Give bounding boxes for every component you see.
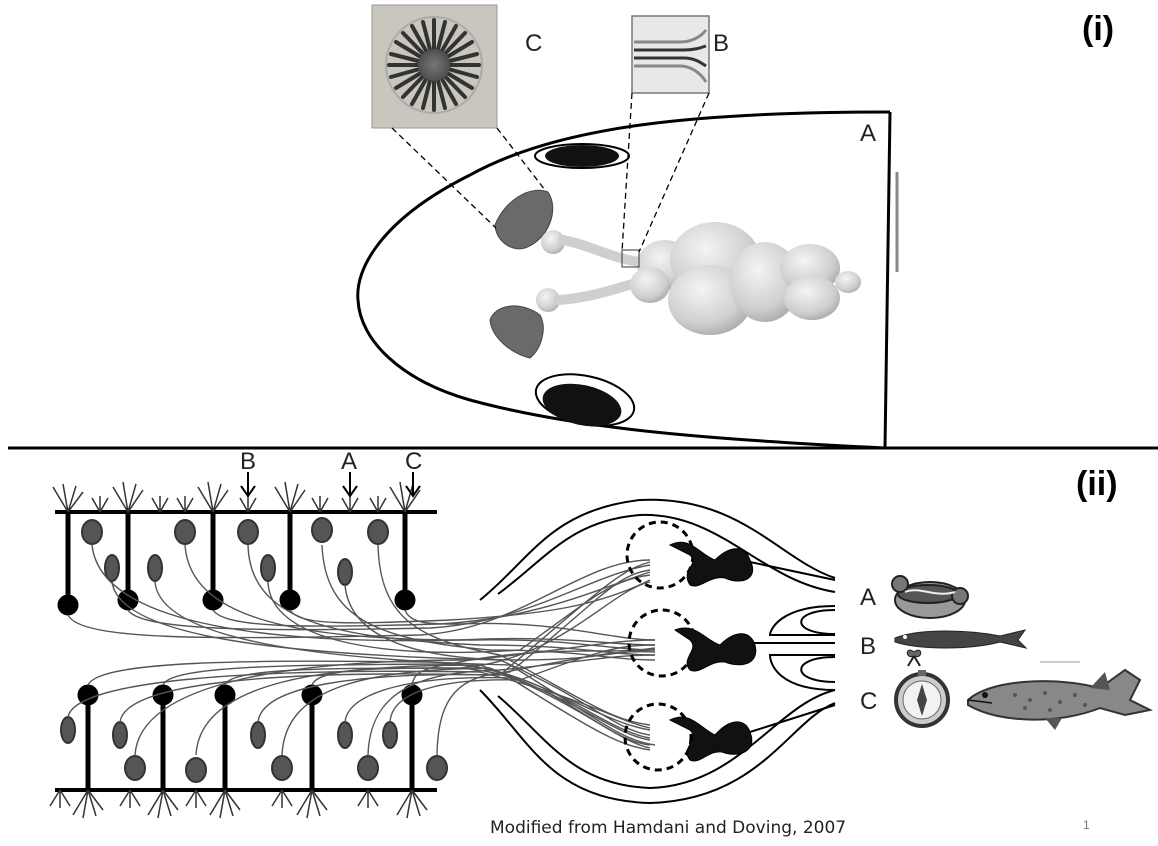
glomerulus-b [629,610,695,676]
glomerulus-a [627,522,693,588]
glomerulus-label-a: A [860,584,876,612]
arrow-label-a: A [341,448,357,476]
arrow-label-c: C [405,448,422,476]
mitral-cell-a [670,542,835,586]
glomerulus-label-c: C [860,688,877,716]
inset-b-tract-detail [632,16,709,93]
compass-icon [896,670,948,726]
head-cut-edge [885,112,890,448]
ribbon-icon [907,650,921,666]
fish-icon [895,630,1026,648]
lower-eye [531,366,639,434]
lower-olfactory-rosette [490,306,543,358]
upper-olfactory-tract [563,240,640,262]
glomerulus-c [625,704,691,770]
inset-c-rosette-photo [372,5,497,128]
glomerulus-label-b: B [860,633,876,661]
panel-label-ii: (ii) [1076,465,1118,504]
fish-brain [630,222,861,335]
panel-ii [50,472,1150,818]
panel-i [358,5,897,448]
head-label-a: A [860,120,876,148]
upper-eye [535,144,629,168]
lower-cilia [50,790,427,818]
mitral-cell-b [675,628,756,671]
arrow-label-b: B [240,448,256,476]
panel-label-i: (i) [1082,10,1114,49]
upper-receptor-neurons [58,512,415,615]
source-caption: Modified from Hamdani and Doving, 2007 [490,818,846,838]
lower-olfactory-tract [558,282,640,300]
mitral-cell-c [670,705,835,761]
page-number: 1 [1083,818,1090,832]
inset-b-label: B [713,30,729,58]
food-icon [892,576,968,618]
upper-cilia [53,482,420,512]
inset-c-label: C [525,30,542,58]
pike-fish-icon [968,670,1150,730]
